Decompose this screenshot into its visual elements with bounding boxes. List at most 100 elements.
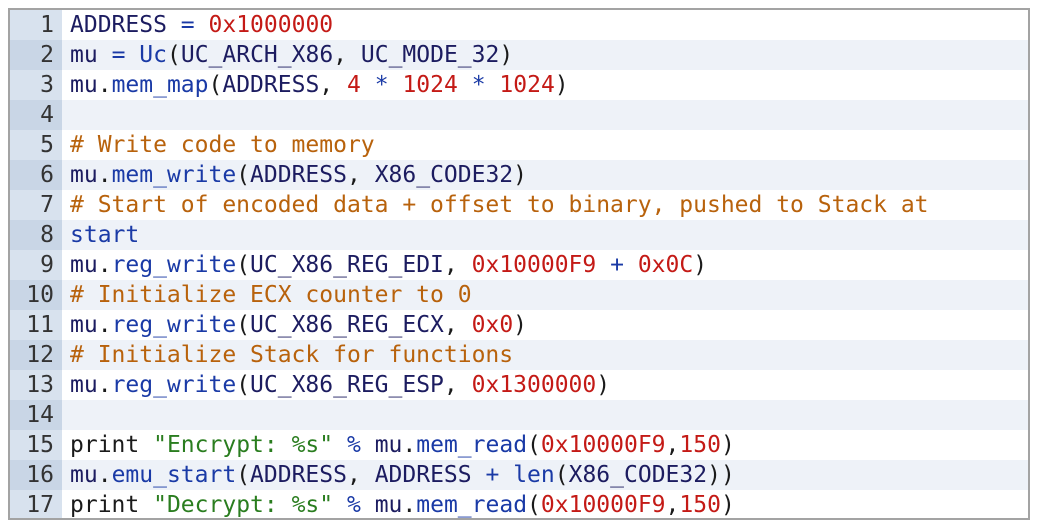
code-line: 8 start [10,220,1028,250]
code-token: mu [70,312,98,338]
code-token: 1024 [402,72,458,98]
code-token: ) [554,72,569,98]
code-token: print [70,492,140,518]
code-token: emu_start [111,462,237,488]
code-token: 0x10000F9 [471,252,597,278]
code-token: mem_read [416,432,528,458]
code-token: , [346,462,375,488]
code-token: = [111,42,126,68]
code-line: 13 mu.reg_write(UC_X86_REG_ESP, 0x1300000… [10,370,1028,400]
code-line: 5 # Write code to memory [10,130,1028,160]
line-number: 6 [10,160,62,190]
line-number: 11 [10,310,62,340]
code-token: % [346,492,361,518]
code-token: UC_X86_REG_ESP [250,372,444,398]
code-token: ADDRESS [250,162,347,188]
code-token [333,432,347,458]
code-token: mu [70,462,98,488]
code-token: . [97,252,112,278]
line-source: # Initialize ECX counter to 0 [70,280,472,310]
line-number: 8 [10,220,62,250]
line-source: # Initialize Stack for functions [70,340,513,370]
code-token: ( [236,372,251,398]
code-token: 1024 [499,72,555,98]
line-source: # Write code to memory [70,130,375,160]
line-source: mu.reg_write(UC_X86_REG_EDI, 0x10000F9 +… [70,250,707,280]
code-token: X86_CODE32 [568,462,708,488]
code-token: )) [707,462,735,488]
code-token: ) [720,492,735,518]
code-token: start [70,222,140,248]
code-line: 9 mu.reg_write(UC_X86_REG_EDI, 0x10000F9 … [10,250,1028,280]
code-token: . [97,462,112,488]
code-token: 0x0 [471,312,514,338]
line-number: 1 [10,10,62,40]
code-token: , [443,252,472,278]
code-token: mu [70,372,98,398]
code-token [139,432,153,458]
code-token: mem_map [111,72,209,98]
code-token: ) [513,312,528,338]
code-token: . [402,432,417,458]
line-number: 7 [10,190,62,220]
code-token: 150 [679,492,721,518]
line-source: mu.reg_write(UC_X86_REG_ECX, 0x0) [70,310,527,340]
code-token: ( [527,432,541,458]
code-token [596,252,610,278]
code-token: = [180,12,195,38]
code-line: 15 print "Encrypt: %s" % mu.mem_read(0x10… [10,430,1028,460]
line-source: print "Encrypt: %s" % mu.mem_read(0x1000… [70,430,735,460]
line-number: 4 [10,100,62,130]
code-token: 0x0C [637,252,694,278]
code-token: ) [596,372,611,398]
code-token: "Encrypt: %s" [153,432,334,458]
code-token [361,72,375,98]
code-token: ADDRESS [222,72,320,98]
code-token: . [97,72,112,98]
code-token: , [665,492,680,518]
code-token: . [97,162,112,188]
code-token: , [333,42,361,68]
code-line: 12# Initialize Stack for functions [10,340,1028,370]
code-token: # Initialize ECX counter to 0 [70,282,472,308]
code-token: ( [208,72,223,98]
line-number: 9 [10,250,62,280]
line-source: mu.reg_write(UC_X86_REG_ESP, 0x1300000) [70,370,610,400]
code-token [624,252,638,278]
code-token: mem_write [111,162,237,188]
line-source: mu.mem_map(ADDRESS, 4 * 1024 * 1024) [70,70,569,100]
line-source: start [70,220,139,250]
code-token: # Start of encoded data + offset to bina… [70,192,929,218]
code-line: 11 mu.reg_write(UC_X86_REG_ECX, 0x0) [10,310,1028,340]
code-token: ( [166,42,181,68]
line-number: 5 [10,130,62,160]
code-token: ADDRESS [70,12,167,38]
code-token: ( [236,462,251,488]
code-token: ) [720,432,735,458]
line-number: 3 [10,70,62,100]
code-line: 3 mu.mem_map(ADDRESS, 4 * 1024 * 1024) [10,70,1028,100]
line-number: 13 [10,370,62,400]
code-token: ADDRESS [250,462,347,488]
code-token: . [402,492,417,518]
code-token: ) [513,162,528,188]
line-number: 10 [10,280,62,310]
line-source: mu.emu_start(ADDRESS, ADDRESS + len(X86_… [70,460,735,490]
code-token: # Write code to memory [70,132,375,158]
code-token: * [471,72,486,98]
line-number: 2 [10,40,62,70]
code-token: . [97,312,112,338]
code-line: 4 [10,100,1028,130]
code-line: 10 # Initialize ECX counter to 0 [10,280,1028,310]
code-token: , [346,162,375,188]
code-token [167,12,181,38]
line-source: mu.mem_write(ADDRESS, X86_CODE32) [70,160,527,190]
code-token [361,432,375,458]
code-token [195,12,209,38]
code-token: ( [554,462,569,488]
code-token: # Initialize Stack for functions [70,342,514,368]
line-number: 16 [10,460,62,490]
line-number: 15 [10,430,62,460]
